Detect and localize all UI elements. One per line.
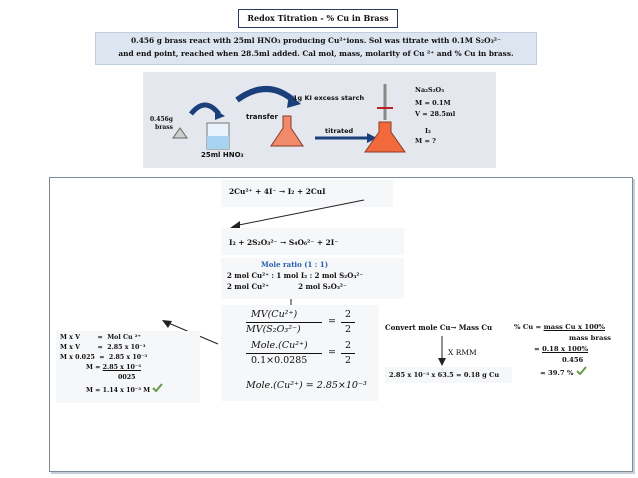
- mole-ratio-line-1: 2 mol Cu²⁺ : 1 mol I₂ : 2 mol S₂O₃²⁻: [227, 271, 364, 280]
- thiosulfate-label: Na₂S₂O₃: [415, 86, 445, 94]
- eq1-numerator: MV(Cu²⁺): [251, 309, 298, 320]
- mole-ratio-heading: Mole ratio (1 : 1): [261, 260, 329, 269]
- titration-diagram: 0.456g brass 25ml HNO₃ transfer 1g KI ex…: [143, 72, 496, 168]
- iodine-label: I₂: [425, 127, 431, 135]
- percent-formula-num: mass Cu x 100%: [543, 323, 606, 331]
- equation-panel: MV(Cu²⁺) MV(S₂O₃²⁻) = 2 2 Mole.(Cu²⁺) 0.…: [221, 305, 379, 401]
- question-line-2: and end point, reached when 28.5ml added…: [118, 49, 514, 58]
- eq2-denominator: 0.1×0.0285: [251, 355, 308, 366]
- calc-line-6: M = 1.14 x 10⁻³ M: [86, 387, 151, 394]
- molarity-calculation: M x V = Mol Cu ²⁺ M x V = 2.85 x 10⁻³ M …: [56, 331, 200, 403]
- eq2-rhs-num: 2: [345, 340, 352, 351]
- reaction-1-box: 2Cu²⁺ + 4I⁻ → I₂ + 2CuI: [221, 180, 393, 207]
- percent-eq-prefix: =: [534, 345, 543, 353]
- percent-formula-den: mass brass: [569, 334, 612, 342]
- apparatus-illustration: [172, 84, 406, 153]
- question-line-1: 0.456 g brass react with 25ml HNO₃ produ…: [131, 36, 501, 45]
- arrow-icon: [230, 199, 365, 229]
- titrated-label: titrated: [325, 127, 354, 135]
- transfer-label: transfer: [246, 113, 278, 121]
- hno3-label: 25ml HNO₃: [201, 151, 244, 159]
- reaction-2-box: I₂ + 2S₂O₃²⁻ → S₄O₆²⁻ + 2I⁻: [221, 228, 404, 255]
- down-arrow-icon: [438, 336, 446, 366]
- percent-value-den: 0.456: [562, 356, 584, 364]
- iodine-molarity: M = ?: [415, 137, 436, 145]
- checkmark-icon: [576, 366, 587, 375]
- curved-arrow-icon: [189, 102, 221, 116]
- convert-heading: Convert mole Cu→ Mass Cu: [385, 323, 493, 332]
- thiosulfate-volume: V = 28.5ml: [415, 110, 456, 118]
- page-title: Redox Titration - % Cu in Brass: [238, 9, 398, 28]
- calc-line-5: 0025: [118, 374, 136, 381]
- checkmark-icon: [152, 383, 164, 392]
- brass-mass-label: 0.456g: [150, 116, 173, 123]
- calc-line-4-num: 2.85 x 10⁻³: [102, 364, 141, 371]
- percent-result: = 39.7 %: [540, 369, 574, 377]
- thiosulfate-molarity: M = 0.1M: [415, 99, 451, 107]
- reaction-1: 2Cu²⁺ + 4I⁻ → I₂ + 2CuI: [229, 187, 326, 196]
- eq1-denominator: MV(S₂O₃²⁻): [246, 324, 301, 335]
- percent-prefix: % Cu =: [514, 323, 544, 331]
- eq3: Mole.(Cu²⁺) = 2.85×10⁻³: [246, 380, 367, 391]
- percent-calculation: % Cu = mass Cu x 100% mass brass = 0.18 …: [514, 322, 611, 379]
- mass-result: 2.85 x 10⁻³ x 63.5 = 0.18 g Cu: [385, 367, 512, 383]
- calc-line-2: M x V = 2.85 x 10⁻³: [60, 344, 146, 351]
- mole-ratio-line-2: 2 mol Cu²⁺ 2 mol S₂O₃²⁻: [227, 282, 347, 291]
- calc-line-4-prefix: M =: [86, 364, 103, 371]
- ki-starch-label: 1g KI excess starch: [293, 94, 365, 102]
- mole-ratio-box: Mole ratio (1 : 1) 2 mol Cu²⁺ : 1 mol I₂…: [221, 258, 404, 299]
- brass-label: brass: [155, 124, 173, 131]
- transfer-arrow-icon: [235, 86, 295, 103]
- calc-line-1: M x V = Mol Cu ²⁺: [60, 334, 141, 341]
- brass-sample-icon: [172, 127, 188, 139]
- calc-line-3: M x 0.025 = 2.85 x 10⁻³: [60, 354, 148, 361]
- flask-icon: [270, 115, 304, 147]
- flask-icon: [364, 121, 406, 153]
- percent-value-num: 0.18 x 100%: [542, 345, 589, 353]
- eq2-numerator: Mole.(Cu²⁺): [251, 340, 308, 351]
- eq2-rhs-den: 2: [345, 355, 352, 366]
- reaction-2: I₂ + 2S₂O₃²⁻ → S₄O₆²⁻ + 2I⁻: [229, 238, 339, 247]
- eq1-rhs-den: 2: [345, 324, 352, 335]
- rmm-label: X RMM: [448, 348, 477, 357]
- eq1-rhs-num: 2: [345, 309, 352, 320]
- question-box: 0.456 g brass react with 25ml HNO₃ produ…: [95, 32, 537, 65]
